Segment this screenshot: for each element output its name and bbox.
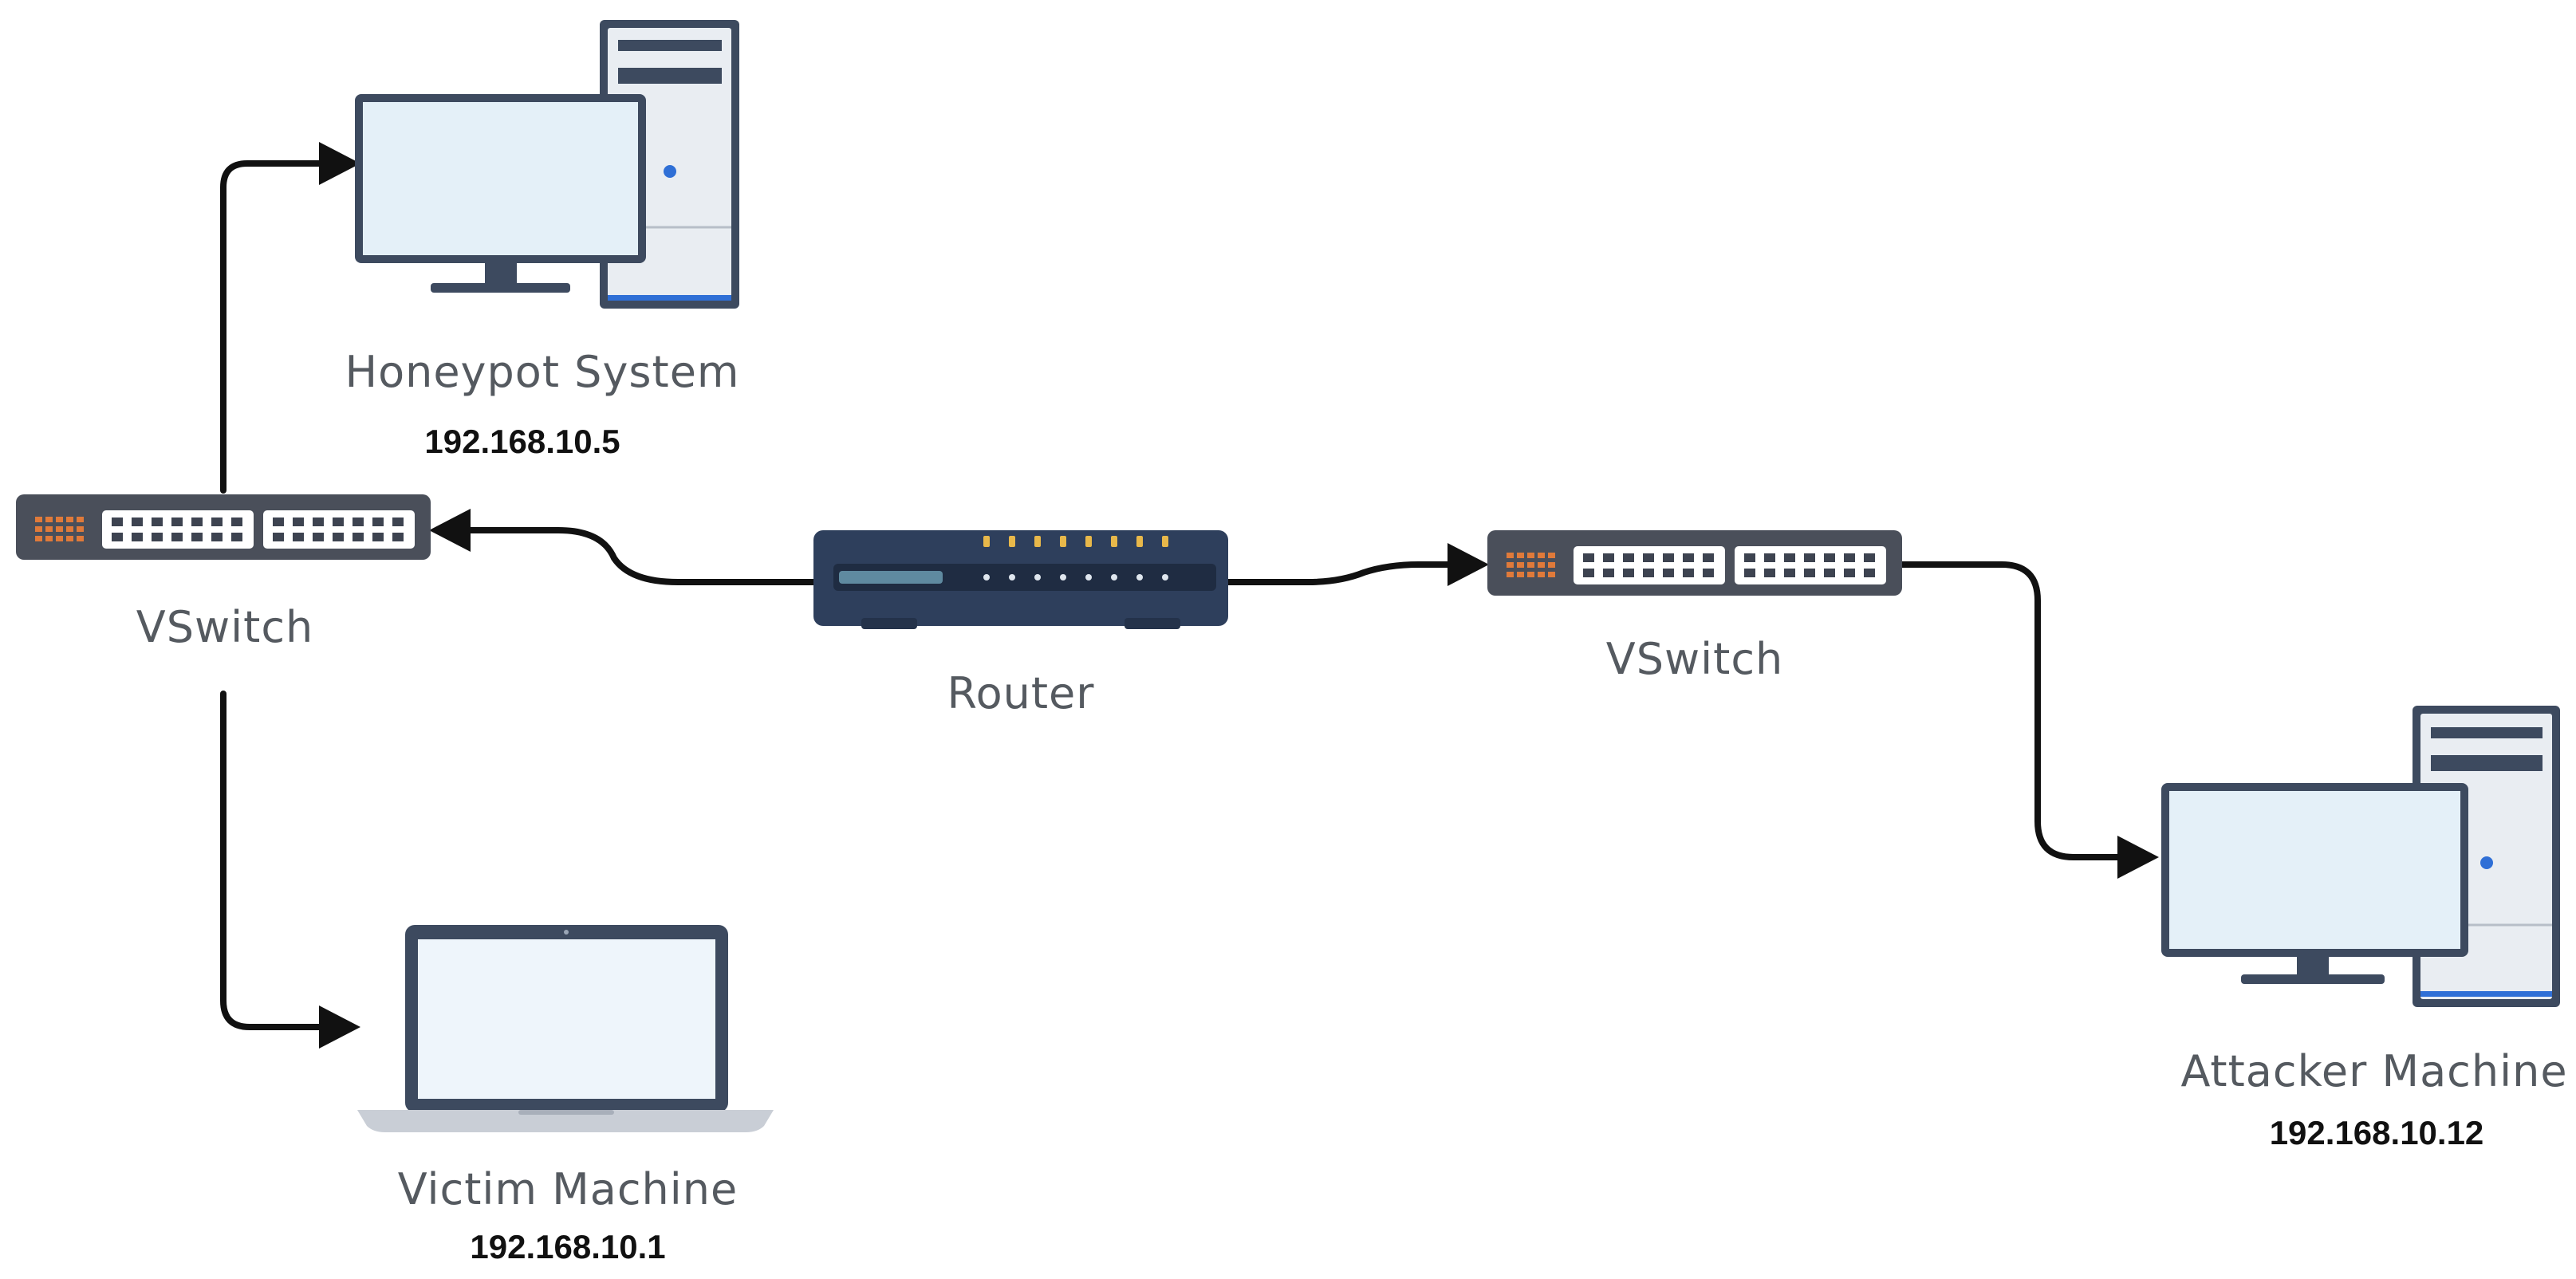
edge-vswitch-right-to-attacker [1895, 561, 2121, 860]
vswitch-left-icon [16, 494, 431, 560]
victim-ip-label: 192.168.10.1 [470, 1228, 666, 1265]
edge-vswitch-left-to-honeypot [220, 160, 322, 494]
vswitch-right-icon [1487, 530, 1902, 596]
attacker-desktop-icon [2161, 706, 2560, 1007]
vswitch-right-label: VSwitch [1605, 634, 1784, 684]
edge-vswitch-left-to-victim [220, 691, 322, 1030]
router-icon [813, 530, 1228, 629]
attacker-ip-label: 192.168.10.12 [2269, 1114, 2484, 1151]
arrowhead-vswitch-right [1448, 543, 1489, 586]
edge-router-to-vswitch-right [1225, 561, 1451, 585]
arrowhead-victim [319, 1005, 360, 1049]
attacker-name-label: Attacker Machine [2180, 1046, 2568, 1096]
arrowhead-honeypot [319, 142, 360, 185]
arrowhead-vswitch-left [429, 509, 471, 552]
victim-name-label: Victim Machine [397, 1164, 739, 1214]
arrowhead-attacker [2117, 836, 2159, 879]
router-label: Router [947, 668, 1095, 718]
vswitch-left-label: VSwitch [136, 602, 314, 652]
edge-router-to-vswitch-left [467, 527, 817, 585]
honeypot-ip-label: 192.168.10.5 [424, 423, 620, 460]
honeypot-desktop-icon [355, 20, 739, 309]
honeypot-name-label: Honeypot System [345, 347, 740, 397]
victim-laptop-icon [357, 925, 774, 1132]
